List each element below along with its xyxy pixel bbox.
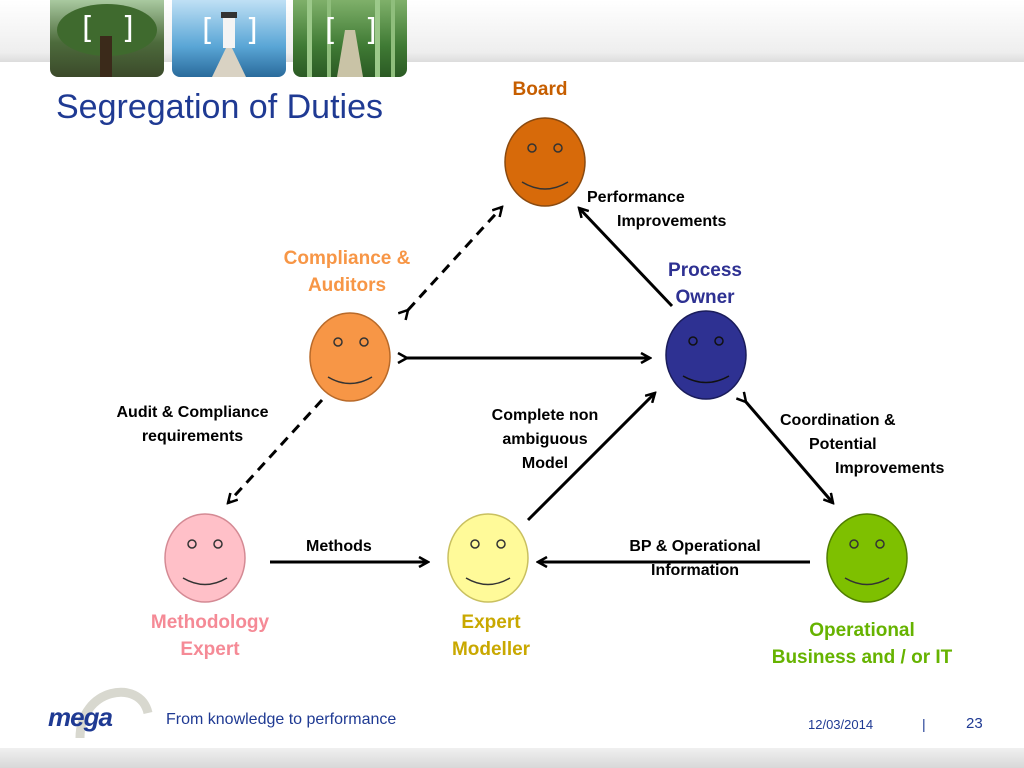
audit-note: Audit & Compliance requirements bbox=[90, 401, 295, 449]
tree-icon: [ ] bbox=[57, 4, 157, 77]
process-owner-label-line2: Owner bbox=[675, 287, 735, 308]
board-label: Board bbox=[512, 79, 568, 100]
svg-text:]: ] bbox=[365, 13, 377, 48]
mega-logo: mega bbox=[48, 702, 113, 732]
modeller-label-line2: Modeller bbox=[451, 639, 531, 660]
modeller-to-process-owner-arrow bbox=[526, 393, 655, 522]
compliance-label: Compliance & Auditors bbox=[252, 245, 442, 299]
audit-note-line1: Audit & Compliance bbox=[116, 404, 269, 421]
process-owner-label-line1: Process bbox=[668, 260, 742, 281]
compliance-face-icon bbox=[309, 312, 391, 402]
process-owner-to-board-arrow bbox=[579, 208, 674, 308]
svg-text:[: [ bbox=[82, 11, 94, 46]
footer-date: 12/03/2014 bbox=[808, 717, 874, 732]
methods-note: Methods bbox=[306, 538, 372, 555]
bp-info-note-line2: Information bbox=[651, 562, 739, 579]
methodology-label-line2: Expert bbox=[180, 639, 240, 660]
board-face-icon bbox=[504, 117, 586, 207]
complete-model-note: Complete non ambiguous Model bbox=[470, 404, 620, 476]
footer-separator: | bbox=[922, 716, 926, 732]
performance-note: Performance Improvements bbox=[587, 186, 726, 234]
methodology-label: Methodology Expert bbox=[120, 609, 300, 663]
operational-label-line2: Business and / or IT bbox=[771, 647, 953, 668]
performance-note-line1: Performance bbox=[587, 189, 685, 206]
logo-swoosh-icon bbox=[75, 687, 153, 739]
performance-note-line2: Improvements bbox=[617, 213, 727, 230]
bamboo-icon: [ ] bbox=[307, 0, 395, 77]
audit-note-line2: requirements bbox=[141, 428, 244, 445]
complete-model-note-line3: Model bbox=[521, 455, 569, 472]
compliance-to-methodology-dashed-arrow bbox=[228, 398, 324, 503]
modeller-label-line1: Expert bbox=[461, 612, 521, 633]
compliance-label-line2: Auditors bbox=[307, 275, 387, 296]
process-owner-label: Process Owner bbox=[640, 257, 770, 311]
methodology-face-icon bbox=[164, 513, 246, 603]
bp-info-note: BP & Operational Information bbox=[600, 535, 790, 583]
svg-text:[: [ bbox=[325, 13, 337, 48]
process-owner-face-icon bbox=[665, 310, 747, 400]
coordination-note: Coordination & Potential Improvements bbox=[780, 409, 944, 481]
operational-label: Operational Business and / or IT bbox=[742, 617, 982, 671]
compliance-board-dashed-arrow bbox=[408, 207, 502, 310]
coordination-note-line3: Improvements bbox=[835, 460, 945, 477]
complete-model-note-line1: Complete non bbox=[491, 407, 599, 424]
operational-face-icon bbox=[826, 513, 908, 603]
modeller-label: Expert Modeller bbox=[420, 609, 562, 663]
coordination-note-line1: Coordination & bbox=[780, 412, 896, 429]
header-band bbox=[0, 0, 1024, 62]
modeller-face-icon bbox=[447, 513, 529, 603]
process-owner-operational-arrow bbox=[746, 402, 833, 503]
operational-label-line1: Operational bbox=[809, 620, 915, 641]
lighthouse-icon: [ ] bbox=[202, 12, 258, 77]
complete-model-note-line2: ambiguous bbox=[502, 431, 588, 448]
coordination-note-line2: Potential bbox=[809, 436, 877, 453]
methodology-label-line1: Methodology bbox=[150, 612, 270, 633]
tree-photo-thumbnail: [ ] bbox=[50, 0, 164, 77]
compliance-label-line1: Compliance & bbox=[283, 248, 411, 269]
footer-band bbox=[0, 748, 1024, 768]
bp-info-note-line1: BP & Operational bbox=[629, 538, 761, 555]
svg-text:[: [ bbox=[202, 13, 214, 48]
footer-tagline: From knowledge to performance bbox=[166, 711, 397, 728]
page-number: 23 bbox=[966, 715, 983, 732]
bamboo-photo-thumbnail: [ ] bbox=[293, 0, 407, 77]
lighthouse-photo-thumbnail: [ ] bbox=[172, 0, 286, 77]
svg-text:]: ] bbox=[122, 11, 134, 46]
svg-text:]: ] bbox=[246, 13, 258, 48]
slide-title: Segregation of Duties bbox=[56, 88, 383, 126]
